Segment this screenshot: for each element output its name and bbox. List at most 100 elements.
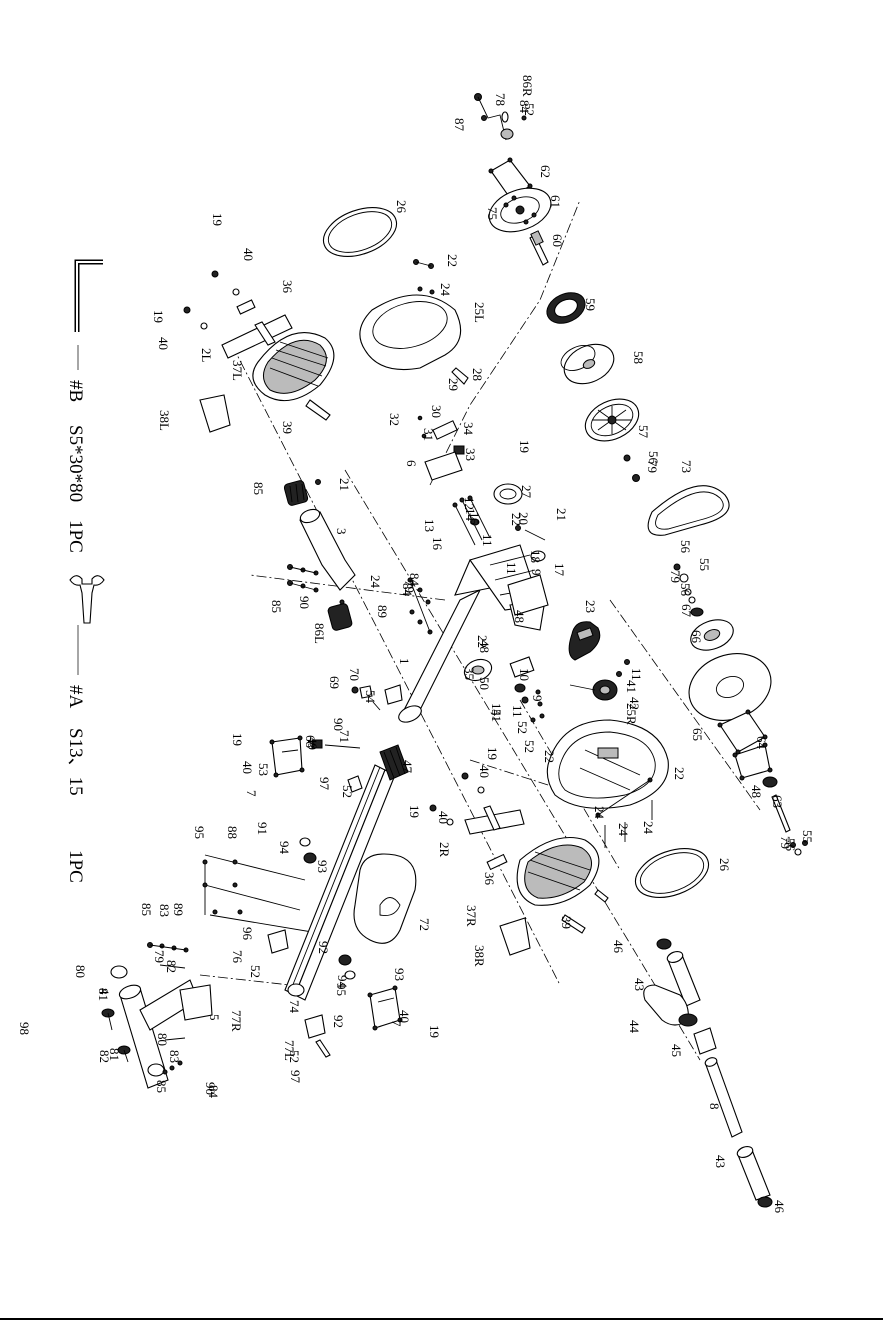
part-label-45-78: 45 bbox=[669, 1044, 684, 1057]
part-label-97-165: 97 bbox=[288, 1070, 303, 1084]
part-label-26-48: 26 bbox=[394, 200, 409, 214]
screw-19-a bbox=[211, 270, 219, 278]
part-label-43-76: 43 bbox=[713, 1155, 728, 1168]
screw-22-mid bbox=[515, 525, 521, 531]
part-label-67-112: 67 bbox=[679, 604, 694, 618]
part-label-89-151: 89 bbox=[171, 903, 186, 916]
part-label-84-138: 84 bbox=[407, 573, 422, 587]
clip-71 bbox=[359, 685, 373, 699]
part-label-93-158: 93 bbox=[392, 968, 407, 981]
roller-47 bbox=[379, 744, 409, 781]
part-label-25R-47: 25R bbox=[624, 703, 639, 725]
part-label-25L-46: 25L bbox=[472, 302, 487, 323]
screw-11 bbox=[616, 671, 622, 677]
legend-b-spec: S5*30*80 bbox=[65, 425, 86, 502]
part-label-52-88: 52 bbox=[522, 740, 537, 753]
part-label-90-152: 90 bbox=[297, 596, 312, 609]
part-label-82-134: 82 bbox=[97, 1050, 112, 1063]
part-label-48-84: 48 bbox=[512, 610, 527, 623]
part-label-33-56: 33 bbox=[463, 448, 478, 461]
cap-81-top bbox=[110, 965, 128, 979]
part-label-42-74: 42 bbox=[627, 697, 642, 710]
part-label-29-52: 29 bbox=[446, 378, 461, 391]
pedal-strap-38L bbox=[199, 394, 231, 433]
part-label-12-17: 12 bbox=[462, 497, 477, 510]
part-label-49-85: 49 bbox=[305, 737, 320, 750]
part-label-79-129: 79 bbox=[152, 950, 167, 963]
part-label-95-163: 95 bbox=[192, 826, 207, 839]
part-label-21-33: 21 bbox=[337, 478, 352, 491]
cap-81-bottom bbox=[147, 1063, 165, 1077]
part-label-78-124: 78 bbox=[493, 93, 508, 106]
wheel-94-a bbox=[303, 852, 317, 864]
part-label-22-38: 22 bbox=[542, 750, 557, 763]
part-label-71-116: 71 bbox=[337, 730, 352, 743]
part-label-19-26: 19 bbox=[151, 310, 166, 323]
bolt-stack-right-tube bbox=[530, 689, 545, 723]
knob-86R bbox=[327, 603, 353, 631]
pin-72 bbox=[324, 744, 361, 749]
washer-56 bbox=[790, 842, 796, 848]
part-label-11-14: 11 bbox=[629, 668, 644, 681]
part-label-51-87: 51 bbox=[489, 709, 504, 722]
part-label-22-37: 22 bbox=[475, 635, 490, 648]
part-label-40-68: 40 bbox=[156, 337, 171, 350]
part-label-22-35: 22 bbox=[445, 254, 460, 267]
part-label-37R-62: 37R bbox=[464, 905, 479, 927]
hardware-85-84-89-centre bbox=[407, 577, 433, 635]
magnet-frame-64 bbox=[732, 742, 773, 781]
block-49 bbox=[311, 739, 323, 749]
part-label-66-111: 66 bbox=[689, 630, 704, 644]
part-label-70-115: 70 bbox=[347, 668, 362, 681]
part-label-22-36: 22 bbox=[509, 513, 524, 526]
pin-54 bbox=[372, 701, 381, 711]
part-label-39-66: 39 bbox=[559, 916, 574, 929]
front-bracket-7 bbox=[269, 735, 305, 778]
part-label-38R-64: 38R bbox=[472, 945, 487, 967]
part-labels: 12L2R34567789910111111111213141415161718… bbox=[17, 75, 815, 1214]
part-label-7-7: 7 bbox=[244, 790, 259, 797]
part-label-58-103: 58 bbox=[631, 351, 646, 364]
screw-21 bbox=[315, 479, 321, 485]
legend-a-spec: S13、15 bbox=[65, 728, 86, 796]
part-label-46-79: 46 bbox=[611, 940, 626, 954]
part-label-79-126: 79 bbox=[668, 570, 683, 583]
screw-20 bbox=[524, 529, 546, 541]
part-label-46-80: 46 bbox=[772, 1200, 787, 1214]
wheel-77L bbox=[267, 929, 289, 954]
pedal-37R bbox=[516, 836, 600, 906]
part-label-43-75: 43 bbox=[632, 978, 647, 991]
part-label-38L-63: 38L bbox=[157, 410, 172, 431]
part-label-40-70: 40 bbox=[477, 765, 492, 778]
nut-79b bbox=[794, 848, 802, 856]
part-label-5-5: 5 bbox=[207, 1014, 222, 1021]
part-label-30-53: 30 bbox=[429, 405, 444, 418]
drive-belt-74 bbox=[647, 485, 730, 536]
block-34 bbox=[453, 445, 465, 455]
cap-78 bbox=[287, 983, 305, 997]
bolt-39-right bbox=[561, 914, 586, 934]
seat-73 bbox=[353, 853, 417, 944]
part-label-94-160: 94 bbox=[335, 975, 350, 989]
part-label-14-20: 14 bbox=[489, 703, 504, 717]
part-label-88-149: 88 bbox=[225, 826, 240, 839]
part-label-52-93: 52 bbox=[287, 1050, 302, 1063]
cover-25R bbox=[546, 719, 669, 809]
post-3 bbox=[299, 508, 356, 591]
rail-75 bbox=[284, 764, 396, 1001]
part-label-85-145: 85 bbox=[251, 482, 266, 495]
bolt-39-right-b bbox=[594, 889, 609, 903]
part-label-60-105: 60 bbox=[550, 234, 565, 247]
part-label-36-60: 36 bbox=[482, 872, 497, 886]
part-label-86R-147: 86R bbox=[520, 75, 535, 97]
part-label-56-101: 56 bbox=[783, 838, 798, 852]
part-label-77R-123: 77R bbox=[229, 1010, 244, 1032]
part-label-57-102: 57 bbox=[636, 425, 651, 439]
cap-46-top bbox=[656, 938, 672, 950]
part-label-22-39: 22 bbox=[672, 767, 687, 780]
part-label-19-30: 19 bbox=[427, 1025, 442, 1038]
part-label-24-44: 24 bbox=[641, 821, 656, 835]
part-label-85-143: 85 bbox=[269, 600, 284, 613]
part-label-86L-146: 86L bbox=[312, 623, 327, 644]
